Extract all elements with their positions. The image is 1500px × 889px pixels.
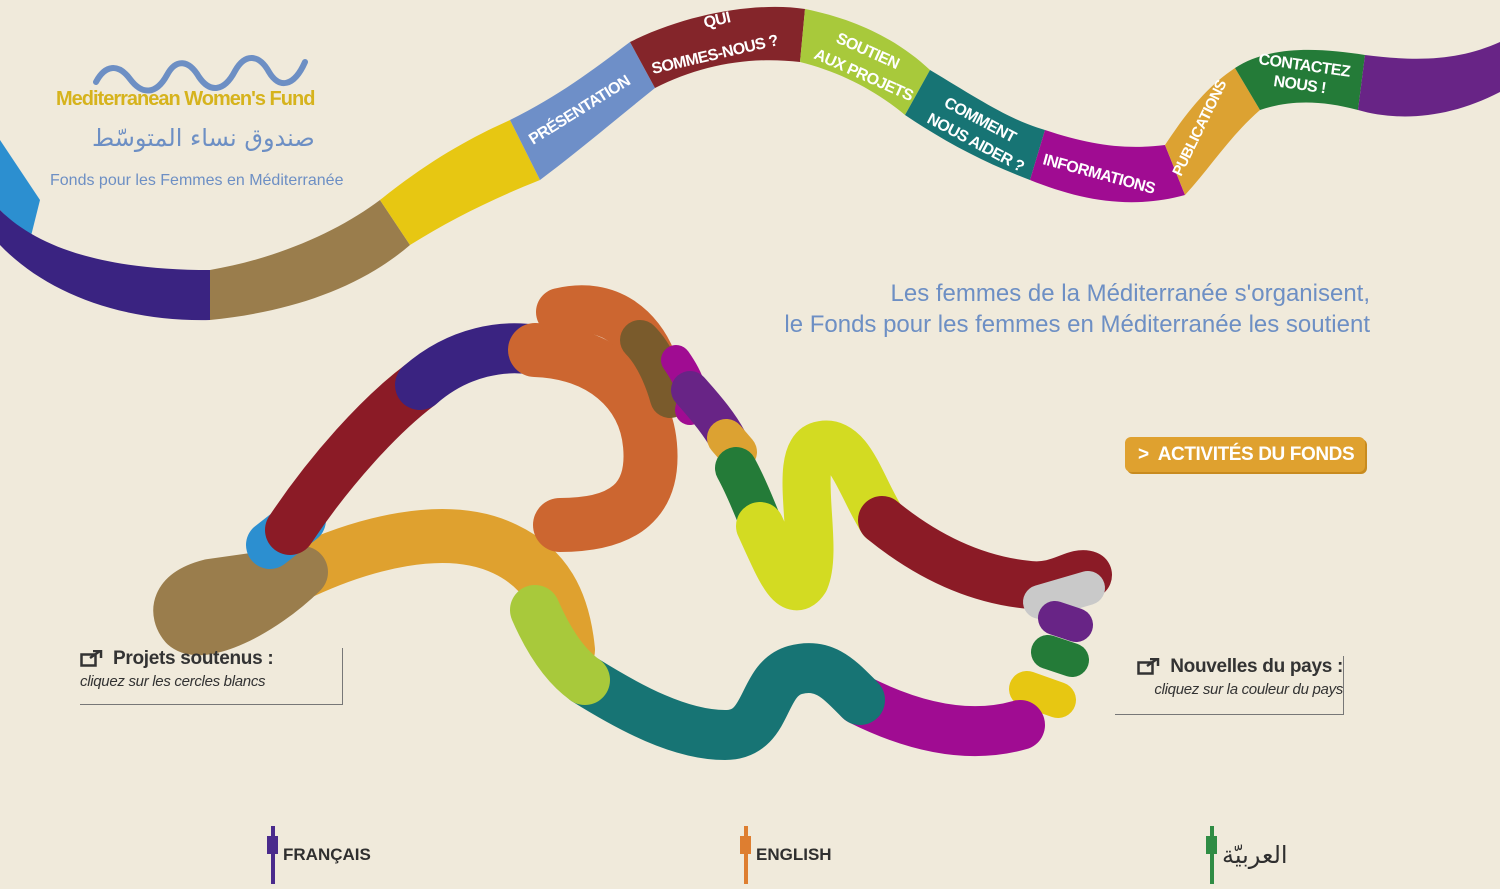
map-route-lime bbox=[736, 420, 906, 611]
projects-callout-title-row: Projets soutenus : bbox=[80, 648, 342, 670]
hero-line-1: Les femmes de la Méditerranée s'organise… bbox=[890, 280, 1371, 307]
projects-callout[interactable]: Projets soutenus : cliquez sur les cercl… bbox=[80, 648, 343, 705]
central-ribbon-map bbox=[153, 285, 1112, 760]
activities-button-label: ACTIVITÉS DU FONDS bbox=[1157, 443, 1355, 465]
ribbon-segment-blue bbox=[0, 140, 40, 240]
activities-button[interactable]: > ACTIVITÉS DU FONDS bbox=[1125, 437, 1365, 472]
nav-contact-bg[interactable] bbox=[1235, 49, 1365, 110]
nav-who-line1[interactable]: QUI bbox=[702, 9, 732, 32]
nav-support-bg[interactable] bbox=[800, 9, 930, 115]
ribbon-segment-purple-right bbox=[1358, 42, 1500, 117]
map-route-orange bbox=[508, 323, 678, 552]
nav-presentation-bg[interactable] bbox=[510, 42, 655, 180]
map-route-brown bbox=[153, 546, 328, 656]
map-route-olive bbox=[620, 320, 690, 418]
map-route-silver bbox=[1023, 571, 1105, 619]
news-callout-subtitle: cliquez sur la couleur du pays bbox=[1154, 681, 1343, 698]
map-route-burgundy bbox=[858, 496, 1112, 610]
news-callout-title-row: Nouvelles du pays : bbox=[1115, 656, 1343, 678]
logo-text-en: Mediterranean Women's Fund bbox=[56, 88, 315, 110]
map-route-teal bbox=[560, 643, 885, 760]
nav-information-bg[interactable] bbox=[1030, 130, 1185, 203]
ribbon-segment-brown bbox=[210, 200, 410, 320]
map-route-purple-right bbox=[1038, 601, 1093, 642]
language-marker-icon bbox=[267, 836, 278, 854]
nav-publications-bg[interactable] bbox=[1165, 68, 1260, 195]
logo-text-ar: صندوق نساء المتوسّط bbox=[92, 124, 315, 152]
language-arabic-label: العربيّة bbox=[1222, 841, 1288, 869]
language-english-label: ENGLISH bbox=[756, 845, 832, 864]
map-route-lime-bottom bbox=[510, 585, 610, 705]
ribbon-segment-purple bbox=[0, 210, 210, 321]
language-french-label: FRANÇAIS bbox=[283, 845, 371, 864]
external-link-icon bbox=[80, 649, 103, 668]
external-link-icon bbox=[1137, 657, 1160, 676]
hero-line-2: le Fonds pour les femmes en Méditerranée… bbox=[784, 311, 1370, 338]
top-ribbon bbox=[0, 6, 1500, 321]
language-english[interactable]: ENGLISH bbox=[740, 826, 832, 884]
news-callout-title: Nouvelles du pays : bbox=[1170, 656, 1343, 677]
brand-logo[interactable]: Mediterranean Women's Fund صندوق نساء ال… bbox=[50, 40, 390, 200]
hero-tagline: Les femmes de la Méditerranée s'organise… bbox=[784, 278, 1370, 340]
news-callout[interactable]: Nouvelles du pays : cliquez sur la coule… bbox=[1115, 656, 1344, 715]
activities-arrow-icon: > bbox=[1138, 443, 1149, 465]
nav-who-bg[interactable] bbox=[630, 6, 805, 88]
map-route-yellow-right bbox=[1009, 671, 1076, 718]
language-french[interactable]: FRANÇAIS bbox=[267, 826, 371, 884]
map-route-green-right bbox=[1031, 635, 1089, 677]
projects-callout-subtitle: cliquez sur les cercles blancs bbox=[80, 673, 266, 690]
language-marker-icon bbox=[740, 836, 751, 854]
wave-logo-icon bbox=[93, 55, 308, 94]
map-route-red bbox=[265, 360, 445, 555]
logo-text-fr: Fonds pour les Femmes en Méditerranée bbox=[50, 172, 344, 189]
ribbon-segment-yellow bbox=[380, 120, 540, 245]
projects-callout-title: Projets soutenus : bbox=[113, 648, 274, 669]
language-marker-icon bbox=[1206, 836, 1217, 854]
language-arabic[interactable]: العربيّة bbox=[1206, 826, 1288, 884]
nav-help-bg[interactable] bbox=[905, 70, 1045, 180]
